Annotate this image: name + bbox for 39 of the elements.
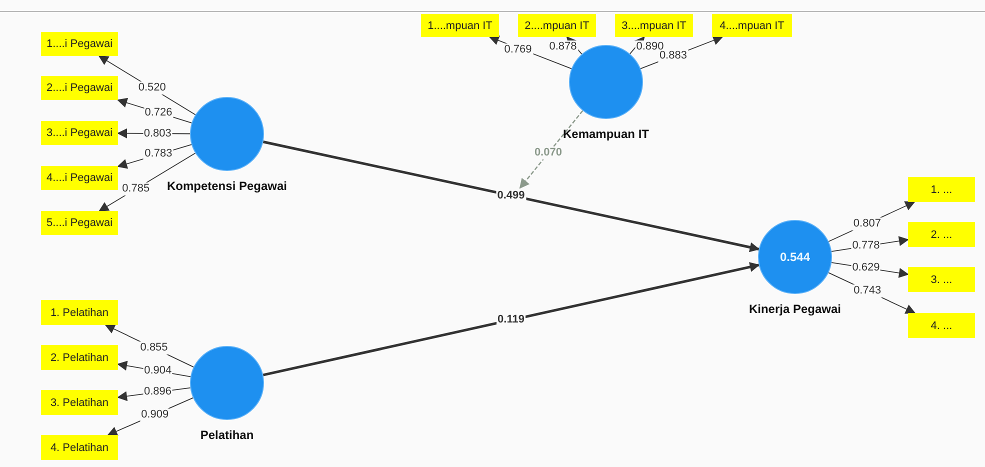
edge-label: 0.743 [852, 284, 882, 298]
edge-label: 0.119 [496, 314, 526, 326]
indicator-box: 1. ... [908, 177, 975, 202]
indicator-box: 3....i Pegawai [41, 121, 118, 145]
indicator-box: 4....mpuan IT [712, 14, 792, 37]
indicator-box: 4. ... [908, 313, 975, 338]
edge-label: 0.520 [137, 82, 167, 95]
indicator-box: 3....mpuan IT [615, 14, 693, 37]
indicator-box: 2....i Pegawai [41, 76, 118, 100]
indicator-box: 4. Pelatihan [41, 435, 118, 460]
indicator-box: 1. Pelatihan [41, 300, 118, 325]
edge-label: 0.070 [533, 146, 563, 160]
indicator-box: 3. Pelatihan [41, 390, 118, 415]
edge-label: 0.499 [496, 189, 526, 202]
construct-label: Kemampuan IT [562, 127, 649, 141]
dashed-arrow [519, 110, 584, 189]
construct-label: Pelatihan [200, 428, 254, 442]
edge-label: 0.785 [121, 182, 151, 196]
indicator-box: 1....mpuan IT [421, 14, 499, 37]
construct-label: Kompetensi Pegawai [166, 179, 288, 193]
indicator-box: 5....i Pegawai [41, 211, 118, 235]
indicator-box: 4....i Pegawai [41, 166, 118, 190]
indicator-box: 2....mpuan IT [518, 14, 596, 37]
edge-label: 0.783 [144, 148, 174, 161]
edge-label: 0.909 [140, 408, 170, 422]
construct-label: Kinerja Pegawai [748, 302, 842, 316]
arrow [262, 140, 760, 252]
edge-label: 0.726 [144, 106, 174, 120]
edge-label: 0.769 [503, 44, 533, 56]
latent-variable-circle: 0.544 [758, 220, 832, 294]
edge-label: 0.807 [852, 217, 882, 230]
edge-label: 0.878 [548, 40, 578, 54]
arrow [262, 262, 760, 376]
indicator-box: 2. Pelatihan [41, 345, 118, 370]
indicator-box: 2. ... [908, 222, 975, 247]
edge-label: 0.883 [658, 49, 688, 62]
indicator-box: 3. ... [908, 267, 975, 292]
edge-label: 0.855 [139, 342, 169, 355]
indicator-box: 1....i Pegawai [41, 32, 118, 56]
